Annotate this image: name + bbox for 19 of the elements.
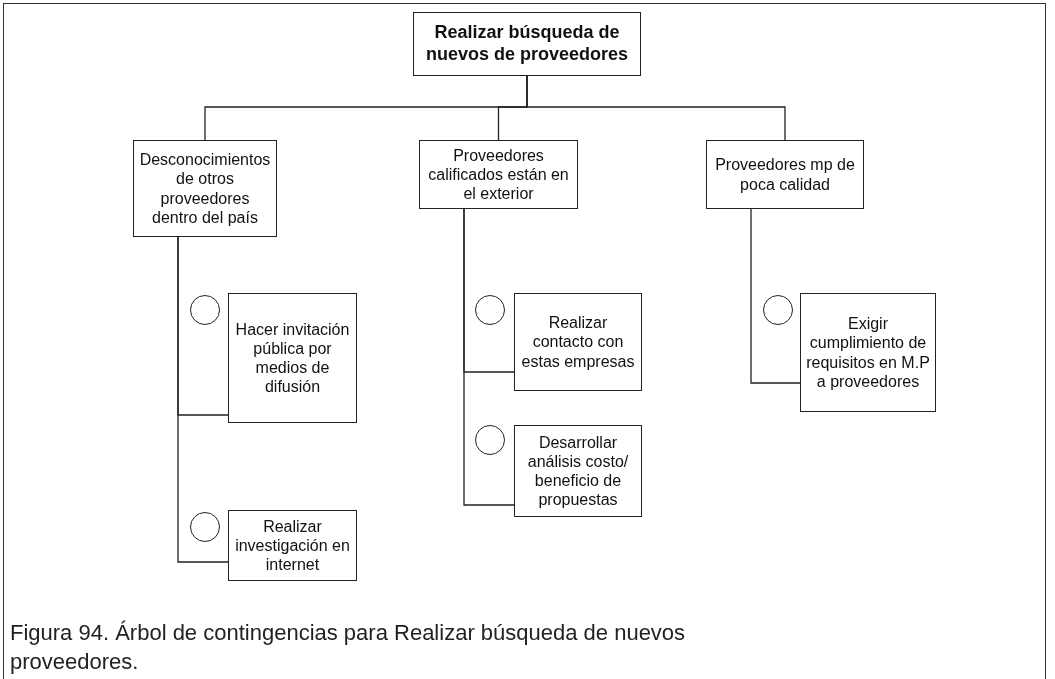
process-box: Proveedores mp de poca calidad <box>706 140 864 209</box>
process-box: Realizar investigación en internet <box>228 510 357 581</box>
process-box: Exigir cumplimiento de requisitos en M.P a proveedores <box>800 293 936 412</box>
process-box: Proveedores calificados están en el exterior <box>419 140 578 209</box>
process-box: Realizar contacto con estas empresas <box>514 293 642 391</box>
process-box: Hacer invitación pública por medios de difusión <box>228 293 357 423</box>
empty-circle <box>190 295 220 325</box>
root-box: Realizar búsqueda de nuevos de proveedores <box>413 12 641 76</box>
empty-circle <box>475 295 505 325</box>
connector-line <box>177 236 229 563</box>
empty-circle <box>190 512 220 542</box>
connector-line <box>526 75 786 141</box>
connector-line <box>750 208 801 384</box>
figure-caption: Figura 94. Árbol de contingencias para Realizar búsqueda de nuevos proveedores. <box>10 619 687 676</box>
empty-circle <box>475 425 505 455</box>
empty-circle <box>763 295 793 325</box>
connector-line <box>463 208 515 506</box>
process-box: Desconocimientos de otros proveedores dentro del país <box>133 140 277 237</box>
process-box: Desarrollar análisis costo/ beneficio de propuestas <box>514 425 642 517</box>
